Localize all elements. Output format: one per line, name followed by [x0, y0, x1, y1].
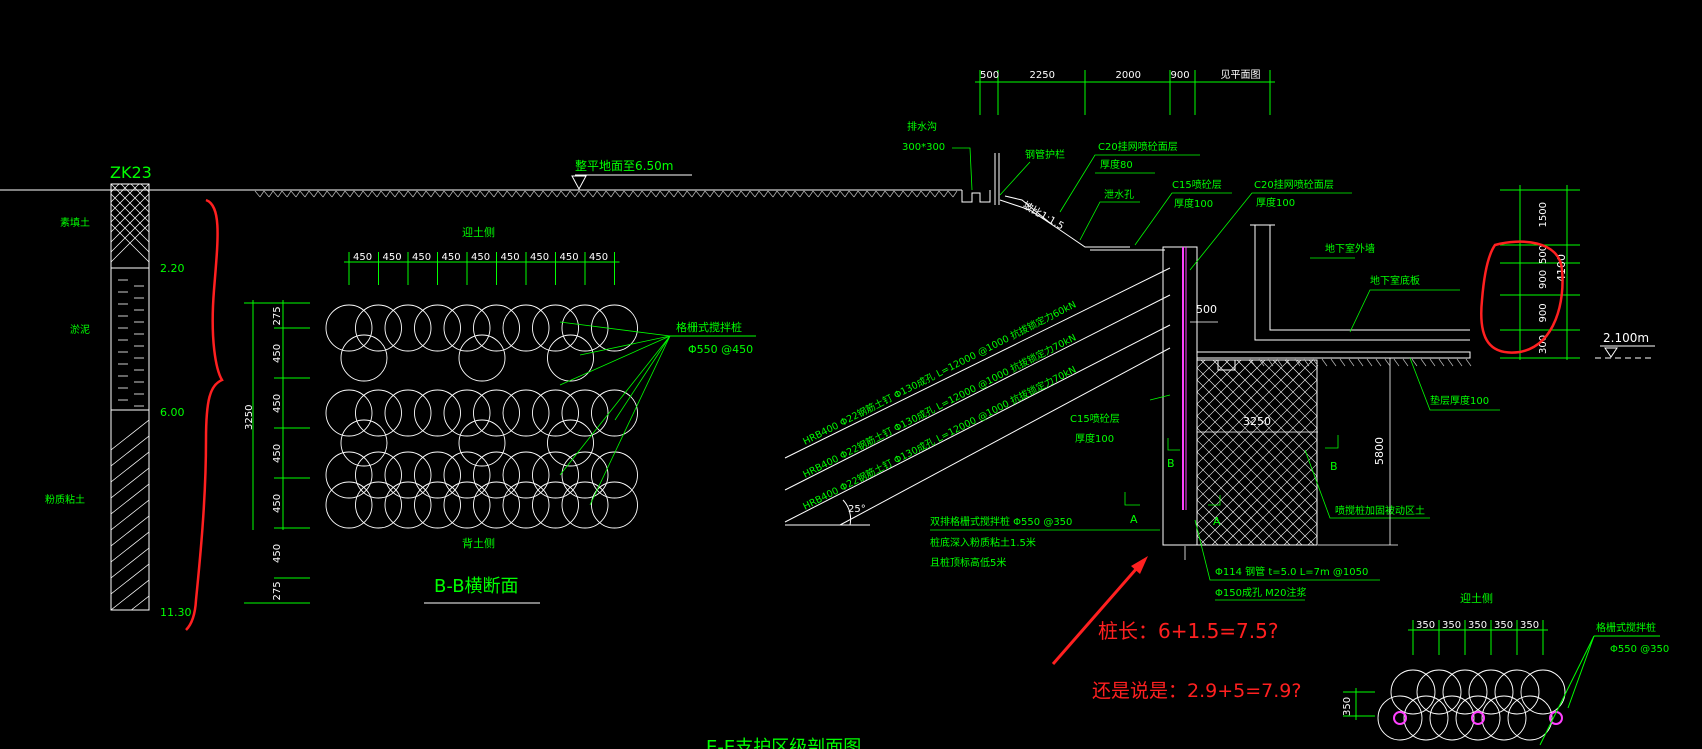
bb-spacing-dim: 450 [530, 252, 549, 263]
basement-wall-label: 地下室外墙 [1325, 242, 1375, 255]
bb-left-dim: 450 [272, 544, 283, 563]
pipe-1: Φ114 钢管 t=5.0 L=7m @1050 [1215, 565, 1368, 578]
top-dim: 2250 [1030, 70, 1055, 81]
c20-a-label: C20挂网喷砼面层 [1098, 140, 1178, 153]
br-spacing-dim: 350 [1494, 620, 1513, 631]
basement-floor-label: 地下室底板 [1370, 274, 1420, 287]
c20-b-thickness: 厚度100 [1256, 196, 1295, 209]
red-brace-annotation [185, 198, 224, 631]
drain-label: 排水沟 [907, 120, 937, 133]
bb-bottom-label: 背土侧 [462, 536, 495, 550]
nail-3: HRB400 Φ22钢筋土钉 Φ130成孔 L=12000 @1000 抗拔锁定… [801, 363, 1078, 512]
top-dim: 2000 [1116, 70, 1141, 81]
bb-pile-spec: Φ550 @450 [688, 343, 753, 356]
c20-a-thickness: 厚度80 [1100, 158, 1133, 171]
bb-spacing-dim: 450 [442, 252, 461, 263]
nail-2: HRB400 Φ22钢筋土钉 Φ130成孔 L=12000 @1000 抗拔锁定… [801, 331, 1078, 480]
bb-left-dim: 450 [272, 394, 283, 413]
right-dim: 900 [1538, 270, 1549, 289]
pile-row-3: 且桩顶标高低5米 [930, 556, 1006, 569]
angle-label: 25° [848, 504, 866, 515]
br-spacing-dim: 350 [1416, 620, 1435, 631]
mud-label: 喷搅桩加固被动区土 [1335, 504, 1425, 517]
right-elevation: 2.100m [1603, 331, 1649, 345]
bb-left-dim: 275 [272, 306, 283, 325]
bb-spacing-dim: 450 [412, 252, 431, 263]
mark-b-2: B [1330, 460, 1338, 473]
ground-level-label: 整平地面至6.50m [575, 158, 673, 173]
depth-3: 11.30 [160, 606, 192, 619]
bb-title: B-B横断面 [434, 576, 519, 597]
dim-3250-label: 3250 [1243, 415, 1271, 428]
c15-b-thickness: 厚度100 [1075, 432, 1114, 445]
borehole-id: ZK23 [110, 163, 152, 182]
bb-pile-label: 格栅式搅拌桩 [676, 320, 742, 334]
red-circle-annotation [1480, 240, 1564, 354]
dim-500-label: 500 [1196, 303, 1217, 316]
bb-spacing-dim: 450 [560, 252, 579, 263]
pile-row-2: 桩底深入粉质粘土1.5米 [930, 536, 1036, 549]
layer-fill: 素填土 [60, 216, 90, 229]
bb-left-dim: 450 [272, 494, 283, 513]
top-dim: 见平面图 [1221, 69, 1261, 81]
c15-a-thickness: 厚度100 [1174, 197, 1213, 210]
bb-left-dim: 450 [272, 344, 283, 363]
br-pile-label: 格栅式搅拌桩 [1596, 621, 1656, 634]
dim-5800-label: 5800 [1373, 437, 1386, 465]
br-spacing-dim: 350 [1468, 620, 1487, 631]
br-top-label: 迎土侧 [1460, 592, 1493, 605]
bb-spacing-dim: 450 [501, 252, 520, 263]
question-line-1: 桩长：6+1.5=7.5? [1098, 619, 1278, 643]
nail-1: HRB400 Φ22钢筋土钉 Φ130成孔 L=12000 @1000 抗拔锁定… [801, 298, 1078, 447]
c20-b-label: C20挂网喷砼面层 [1254, 178, 1334, 191]
question-line-2: 还是说是：2.9+5=7.9? [1092, 680, 1301, 702]
br-pile-spec: Φ550 @350 [1610, 644, 1669, 655]
bb-spacing-dim: 450 [353, 252, 372, 263]
mark-a-2: A [1213, 515, 1221, 528]
drain-size: 300*300 [902, 142, 945, 153]
cushion-label: 垫层厚度100 [1430, 394, 1489, 407]
br-left-dim: 350 [1342, 697, 1353, 716]
bb-total-dim: 3250 [244, 405, 255, 430]
br-spacing-dim: 350 [1442, 620, 1461, 631]
layer-clay: 粉质粘土 [45, 493, 85, 506]
red-arrow-annotation [1051, 559, 1146, 665]
c15-b-label: C15喷砼层 [1070, 412, 1120, 425]
mark-a-1: A [1130, 513, 1138, 526]
bb-left-dim: 450 [272, 444, 283, 463]
c15-a-label: C15喷砼层 [1172, 178, 1222, 191]
top-dim: 500 [980, 70, 999, 81]
depth-2: 6.00 [160, 406, 185, 419]
pile-row-1: 双排格栅式搅拌桩 Φ550 @350 [930, 515, 1072, 528]
drain2-label: 泄水孔 [1104, 188, 1134, 201]
bb-spacing-dim: 450 [383, 252, 402, 263]
depth-1: 2.20 [160, 262, 185, 275]
slope-label: 坡比1:1.5 [1021, 198, 1067, 232]
railing-label: 钢管护栏 [1025, 148, 1065, 161]
bb-spacing-dim: 450 [471, 252, 490, 263]
layer-mud: 淤泥 [70, 323, 90, 336]
bb-left-dim: 275 [272, 581, 283, 600]
bottom-cut-title: E-E支护区级剖面图 [706, 737, 861, 749]
right-dim: 1500 [1538, 202, 1549, 227]
mark-b-1: B [1167, 457, 1175, 470]
right-dim: 500 [1538, 245, 1549, 264]
top-dim: 900 [1171, 70, 1190, 81]
right-dim: 900 [1538, 303, 1549, 322]
br-spacing-dim: 350 [1520, 620, 1539, 631]
right-dim: 300 [1538, 335, 1549, 354]
bb-spacing-dim: 450 [589, 252, 608, 263]
bb-top-label: 迎土侧 [462, 226, 495, 239]
pipe-2: Φ150成孔 M20注浆 [1215, 586, 1307, 599]
